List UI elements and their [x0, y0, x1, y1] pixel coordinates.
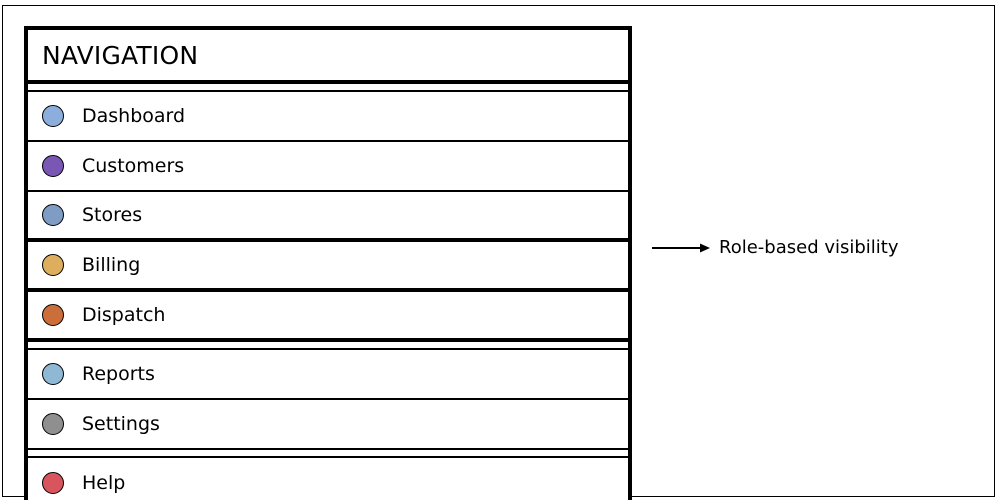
- sidebar-item-label: Settings: [82, 412, 160, 435]
- sidebar-item-reports[interactable]: Reports: [28, 350, 628, 400]
- navigation-panel-header: NAVIGATION: [28, 30, 628, 84]
- circle-bullet-icon: [42, 254, 64, 276]
- sidebar-item-label: Billing: [82, 253, 141, 276]
- sidebar-item-customers[interactable]: Customers: [28, 142, 628, 192]
- circle-bullet-icon: [42, 363, 64, 385]
- circle-bullet-icon: [42, 204, 64, 226]
- annotation-role-based-visibility: Role-based visibility: [652, 235, 899, 261]
- nav-group-primary: Dashboard Customers Stores Billing Dispa…: [28, 92, 628, 342]
- sidebar-item-label: Reports: [82, 362, 155, 385]
- sidebar-item-label: Dispatch: [82, 303, 166, 326]
- sidebar-item-help[interactable]: Help: [28, 458, 628, 500]
- annotation-label: Role-based visibility: [719, 237, 899, 258]
- circle-bullet-icon: [42, 155, 64, 177]
- nav-group-secondary: Reports Settings: [28, 350, 628, 450]
- nav-group-support: Help: [28, 458, 628, 500]
- sidebar-item-settings[interactable]: Settings: [28, 400, 628, 450]
- sidebar-item-label: Stores: [82, 203, 143, 226]
- sidebar-item-label: Dashboard: [82, 104, 186, 127]
- group-separator-3: [28, 450, 628, 460]
- circle-bullet-icon: [42, 105, 64, 127]
- group-separator-1: [28, 84, 628, 94]
- sidebar-item-label: Help: [82, 471, 126, 494]
- sidebar-item-stores[interactable]: Stores: [28, 192, 628, 242]
- page-title: NAVIGATION: [42, 40, 199, 70]
- navigation-panel: NAVIGATION Dashboard Customers Stores Bi…: [24, 26, 632, 500]
- circle-bullet-icon: [42, 413, 64, 435]
- sidebar-item-dispatch[interactable]: Dispatch: [28, 292, 628, 342]
- circle-bullet-icon: [42, 472, 64, 494]
- right-arrow-icon: [652, 243, 710, 253]
- sidebar-item-label: Customers: [82, 154, 185, 177]
- sidebar-item-dashboard[interactable]: Dashboard: [28, 92, 628, 142]
- sidebar-item-billing[interactable]: Billing: [28, 242, 628, 292]
- group-separator-2: [28, 342, 628, 352]
- circle-bullet-icon: [42, 304, 64, 326]
